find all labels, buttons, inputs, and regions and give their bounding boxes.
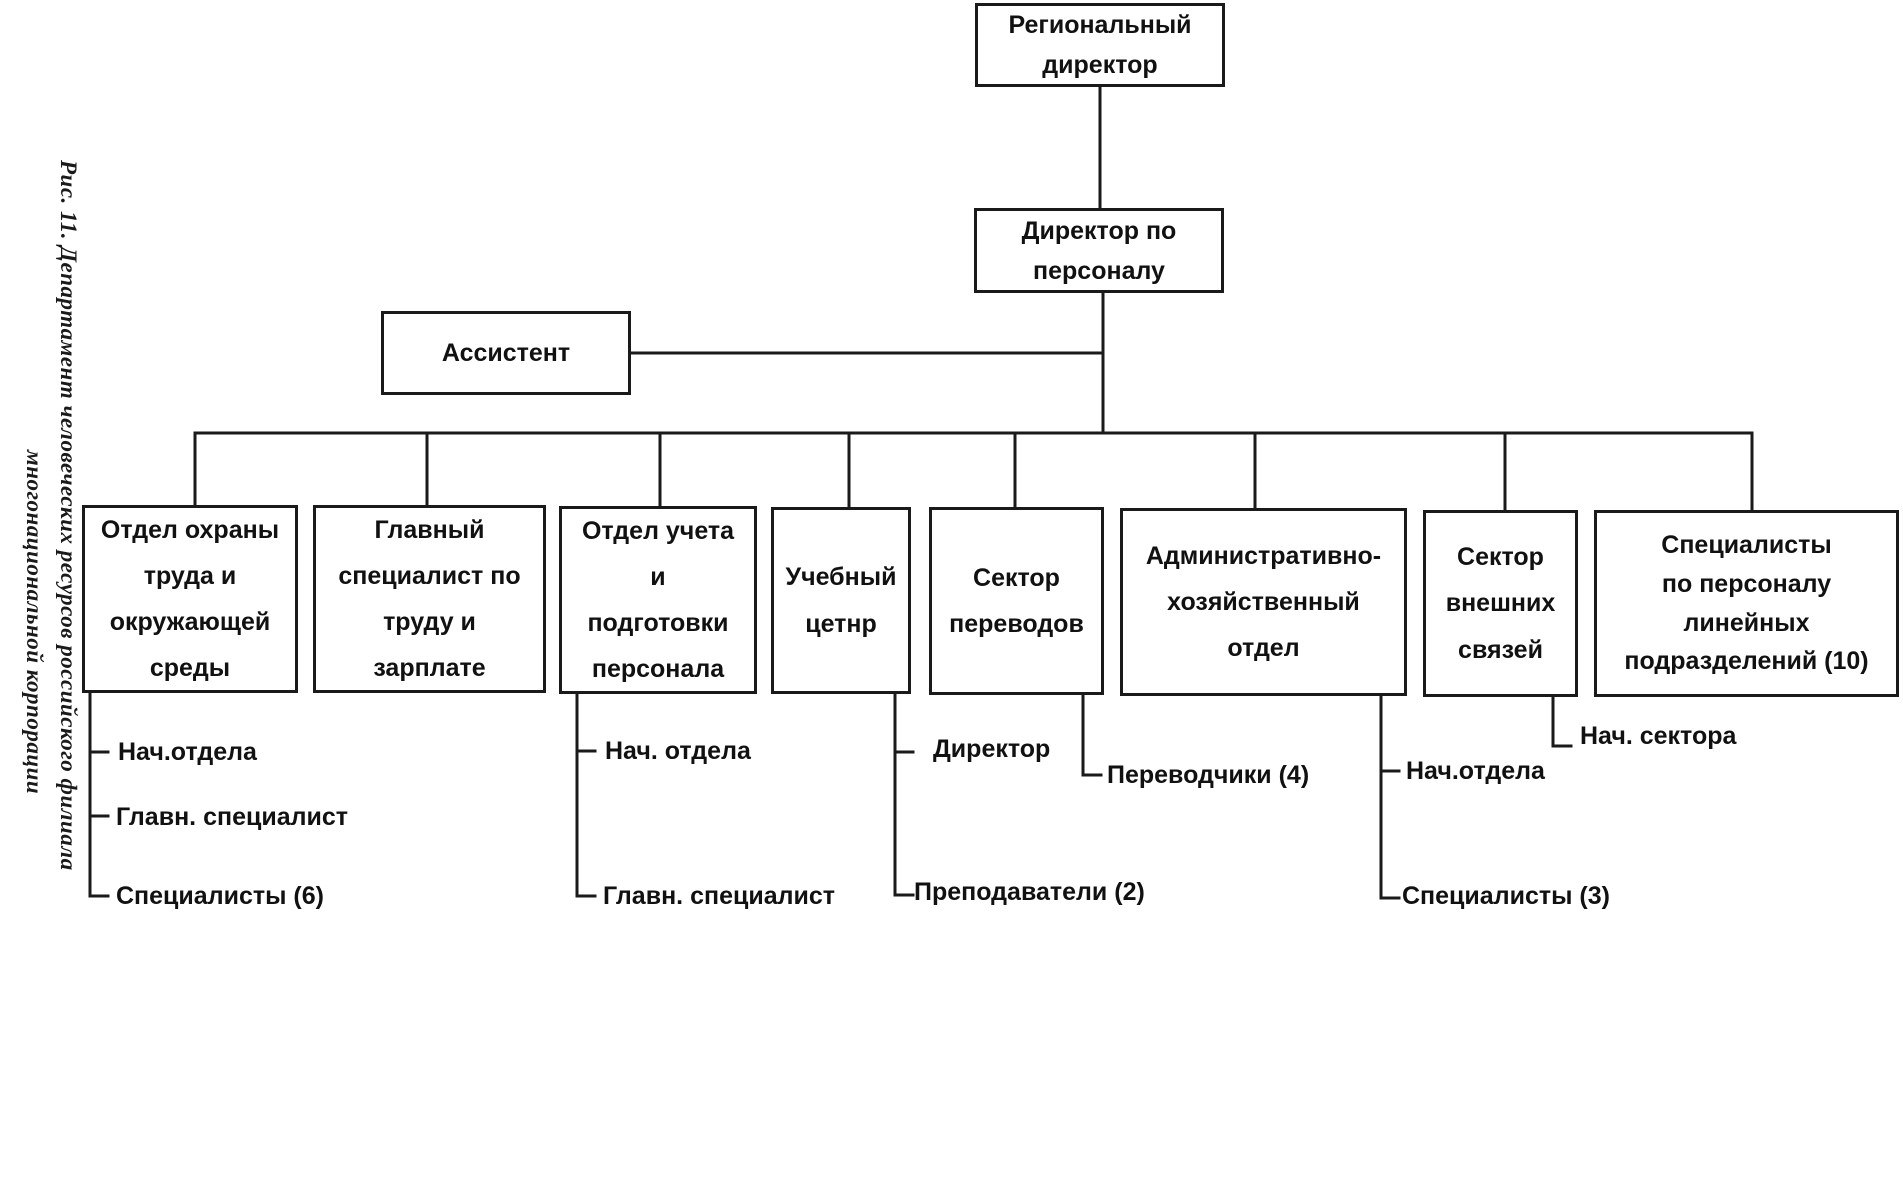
caption-line-1: Рис. 11. Департамент человеческих ресурс… bbox=[56, 160, 81, 871]
caption-line-2: многонациональной корпорации bbox=[22, 450, 47, 795]
staff-safety-head: Нач.отдела bbox=[118, 738, 257, 766]
figure-caption: Рис. 11. Департамент человеческих ресурс… bbox=[17, 160, 85, 1160]
staff-admin-specialists: Специалисты (3) bbox=[1402, 882, 1610, 910]
box-chief-labor-specialist: Главный специалист по труду и зарплате bbox=[313, 505, 546, 693]
staff-admin-head: Нач.отдела bbox=[1406, 757, 1545, 785]
box-translation-sector: Сектор переводов bbox=[929, 507, 1104, 695]
box-safety-dept: Отдел охраны труда и окружающей среды bbox=[82, 505, 298, 693]
box-regional-director: Региональный директор bbox=[975, 3, 1225, 87]
staff-training-chief: Главн. специалист bbox=[603, 882, 836, 910]
staff-translators: Переводчики (4) bbox=[1107, 761, 1310, 789]
box-line-specialists: Специалисты по персоналу линейных подраз… bbox=[1594, 510, 1899, 697]
staff-safety-chief: Главн. специалист bbox=[116, 803, 349, 831]
box-external-sector: Сектор внешних связей bbox=[1423, 510, 1578, 697]
box-training-dept: Отдел учета и подготовки персонала bbox=[559, 506, 757, 694]
box-hr-director: Директор по персоналу bbox=[974, 208, 1224, 293]
staff-learning-director: Директор bbox=[933, 735, 1051, 763]
box-admin-dept: Административно- хозяйственный отдел bbox=[1120, 508, 1407, 696]
staff-safety-specialists: Специалисты (6) bbox=[116, 882, 324, 910]
box-assistant: Ассистент bbox=[381, 311, 631, 395]
staff-learning-teachers: Преподаватели (2) bbox=[914, 878, 1145, 906]
box-learning-center: Учебный цетнр bbox=[771, 507, 911, 694]
staff-external-head: Нач. сектора bbox=[1580, 722, 1737, 750]
staff-training-head: Нач. отдела bbox=[605, 737, 751, 765]
